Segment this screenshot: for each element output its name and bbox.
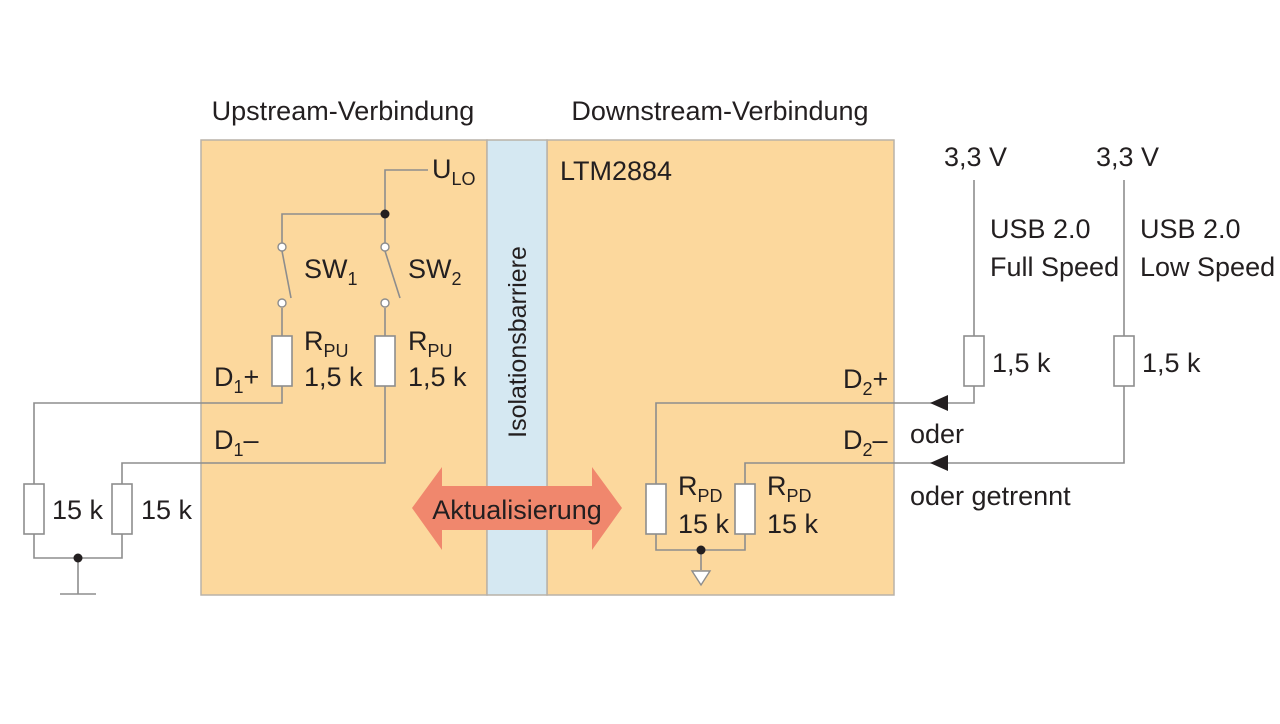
rpu2-value: 1,5 k <box>408 362 467 392</box>
rpu1-name: RPU <box>304 326 349 361</box>
rpd2-value: 15 k <box>767 509 819 539</box>
resistor-rpu-1 <box>271 335 293 387</box>
rpd1-value: 15 k <box>678 509 730 539</box>
or-label: oder <box>910 419 964 449</box>
full-speed-line1: USB 2.0 <box>990 214 1091 244</box>
resistor-15k-left-2 <box>111 483 133 535</box>
barrier-label: Isolationsbarriere <box>504 246 532 438</box>
ground-symbol <box>690 570 712 587</box>
resistor-ext-low-speed <box>1113 335 1135 387</box>
arrow-head-d2-plus <box>930 395 948 411</box>
full-speed-resistor-value: 1,5 k <box>992 348 1051 378</box>
resistor-15k-left-1 <box>23 483 45 535</box>
d2-minus-label: D2– <box>843 425 888 460</box>
junction-dot <box>380 209 390 219</box>
sw1-label: SW1 <box>304 254 358 289</box>
rpd2-name: RPD <box>767 471 812 506</box>
arrow-head-d2-minus <box>930 455 948 471</box>
update-double-arrow <box>412 467 622 550</box>
downstream-heading: Downstream-Verbindung <box>571 96 868 126</box>
resistor-rpd-2 <box>734 483 756 535</box>
or-separate-label: oder getrennt <box>910 481 1071 511</box>
r-left-2-value: 15 k <box>141 495 193 525</box>
rpu2-name: RPU <box>408 326 453 361</box>
switch-contact <box>380 242 390 252</box>
switch-contact <box>277 298 287 308</box>
upstream-heading: Upstream-Verbindung <box>212 96 475 126</box>
update-label: Aktualisierung <box>432 495 602 525</box>
junction-dot <box>696 545 706 555</box>
r-left-1-value: 15 k <box>52 495 104 525</box>
d2-plus-label: D2+ <box>843 364 888 399</box>
full-speed-voltage: 3,3 V <box>944 142 1007 172</box>
low-speed-line2: Low Speed <box>1140 252 1275 282</box>
rpd1-name: RPD <box>678 471 723 506</box>
low-speed-voltage: 3,3 V <box>1096 142 1159 172</box>
sw2-label: SW2 <box>408 254 462 289</box>
low-speed-line1: USB 2.0 <box>1140 214 1241 244</box>
resistor-ext-full-speed <box>963 335 985 387</box>
chip-label: LTM2884 <box>560 156 672 186</box>
low-speed-resistor-value: 1,5 k <box>1142 348 1201 378</box>
ulo-label: ULO <box>432 154 476 189</box>
d1-minus-label: D1– <box>214 425 259 460</box>
full-speed-line2: Full Speed <box>990 252 1119 282</box>
rpu1-value: 1,5 k <box>304 362 363 392</box>
d1-plus-label: D1+ <box>214 362 259 397</box>
switch-contact <box>380 298 390 308</box>
resistor-rpd-1 <box>645 483 667 535</box>
resistor-rpu-2 <box>374 335 396 387</box>
switch-contact <box>277 242 287 252</box>
junction-dot <box>73 553 83 563</box>
